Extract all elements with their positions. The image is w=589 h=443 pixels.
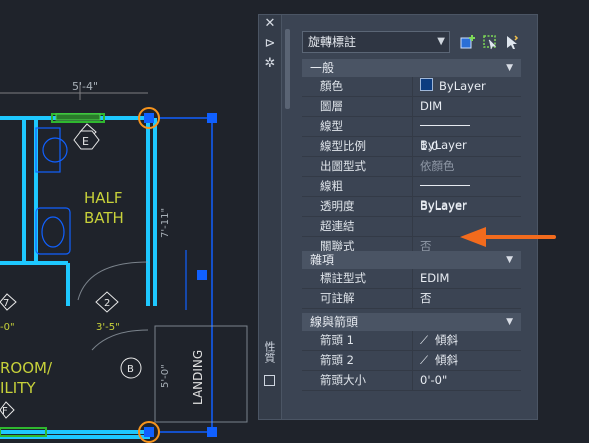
property-value[interactable]: ByLayer [420,199,467,213]
property-row[interactable]: 透明度 ByLayer [302,197,521,217]
section-misc[interactable]: 雜項 ▼ [302,251,521,269]
property-row[interactable]: 線型 ByLayer [302,117,521,152]
property-row[interactable]: 箭頭 2 ⟋ 傾斜 [302,351,521,371]
collapse-icon: ▼ [506,255,513,265]
palette-content: 旋轉標註 ▼ 一般 ▼ 顏色 ByLayer [296,15,537,419]
dim-text-side2: 5'-0" [160,364,171,388]
property-name: 關聯式 [320,237,413,256]
property-value[interactable]: DIM [420,99,443,113]
property-name: 圖層 [320,97,413,116]
collapse-icon: ▼ [506,317,513,327]
lineweight-preview-icon [420,185,470,186]
property-value[interactable]: 依顏色 [420,159,455,173]
property-name: 顏色 [320,77,413,96]
section-general-label: 一般 [310,61,335,75]
arrowhead-value: 傾斜 [435,333,458,347]
dim-text-side: 7'-11" [160,208,171,238]
object-type-value: 旋轉標註 [308,35,357,49]
property-name: 出圖型式 [320,157,413,176]
property-name: 線型 [320,117,413,136]
property-value-color[interactable]: ByLayer [414,77,521,96]
toggle-pickadd-icon[interactable] [460,34,476,50]
property-name: 箭頭 1 [320,331,413,350]
linetype-preview-icon [420,125,470,126]
property-value-lineweight[interactable]: ByLayer [414,177,521,212]
property-name: 線粗 [320,177,413,196]
property-row[interactable]: 線型比例 1.0 [302,137,521,157]
color-swatch-icon [420,78,433,91]
label-ility: ILITY [0,379,36,397]
selected-dimension[interactable] [158,117,213,433]
quick-select-icon[interactable] [504,34,520,50]
property-name: 線型比例 [320,137,413,156]
label-bath: BATH [84,209,124,227]
misc-properties: 標註型式 EDIM 可註解 否 [302,269,521,309]
property-name: 超連結 [320,217,413,236]
palette-toolbar: 旋轉標註 ▼ [302,31,527,55]
lineweight-value: ByLayer [420,198,467,212]
property-value-arrowhead[interactable]: ⟋ 傾斜 [414,351,521,370]
tag-2: 2 [104,298,110,309]
collapse-icon: ▼ [506,63,513,73]
properties-palette: ✕ ⊳ ✲ 性質 旋轉標註 ▼ 一般 [258,14,538,420]
color-value: ByLayer [439,79,486,93]
section-lines-arrows-label: 線與箭頭 [310,315,359,329]
property-value[interactable]: 1.0 [420,139,439,153]
auto-hide-icon[interactable]: ⊳ [264,36,276,51]
property-row[interactable]: 可註解 否 [302,289,521,309]
select-objects-icon[interactable] [482,34,498,50]
scrollbar[interactable] [285,29,290,109]
tag-e: E [82,135,89,148]
highlight-arrow-icon [460,227,556,247]
property-value-arrowhead[interactable]: ⟋ 傾斜 [414,331,521,350]
close-icon[interactable]: ✕ [264,16,276,31]
property-row[interactable]: 標註型式 EDIM [302,269,521,289]
property-value[interactable]: 否 [420,291,432,305]
property-name: 可註解 [320,289,413,308]
linetype-value: ByLayer [420,138,467,152]
properties-icon[interactable] [264,375,275,386]
property-row[interactable]: 線粗 ByLayer [302,177,521,212]
section-misc-label: 雜項 [310,253,335,267]
property-value[interactable]: EDIM [420,271,450,285]
dim-text-bottom: 3'-5" [96,322,120,333]
oblique-arrow-icon: ⟋ [420,333,429,347]
oblique-arrow-icon: ⟋ [420,353,429,367]
section-general[interactable]: 一般 ▼ [302,59,521,77]
property-value[interactable]: 0'-0" [420,373,448,387]
dim-text-top: 5'-4" [72,80,98,93]
tag-b: B [127,364,134,375]
property-value-linetype[interactable]: ByLayer [414,117,521,152]
tag-f: F [2,406,8,417]
chevron-down-icon: ▼ [437,36,445,47]
general-properties: 顏色 ByLayer 圖層 DIM 線型 ByLayer 線型比例 1.0 出圖… [302,77,521,257]
arrowhead-value: 傾斜 [435,353,458,367]
label-half: HALF [84,189,123,207]
property-name: 透明度 [320,197,413,216]
palette-title: 性質 [263,341,276,363]
property-name: 標註型式 [320,269,413,288]
property-row[interactable]: 箭頭 1 ⟋ 傾斜 [302,331,521,351]
property-row[interactable]: 圖層 DIM [302,97,521,117]
lines-arrows-properties: 箭頭 1 ⟋ 傾斜 箭頭 2 ⟋ 傾斜 箭頭大小 0'-0" [302,331,521,391]
property-value[interactable]: 否 [420,239,432,253]
property-row[interactable]: 超連結 [302,217,521,237]
tag-7: 7 [3,298,9,309]
label-landing: LANDING [191,350,205,405]
section-lines-arrows[interactable]: 線與箭頭 ▼ [302,313,521,331]
property-name: 箭頭大小 [320,371,413,390]
property-row[interactable]: 箭頭大小 0'-0" [302,371,521,391]
palette-title-strip[interactable]: ✕ ⊳ ✲ 性質 [259,15,282,419]
settings-icon[interactable]: ✲ [264,56,276,71]
property-name: 箭頭 2 [320,351,413,370]
dim-text-frag: -0" [0,322,15,333]
object-type-dropdown[interactable]: 旋轉標註 ▼ [302,31,450,53]
label-room: ROOM/ [0,359,53,377]
property-row[interactable]: 顏色 ByLayer [302,77,521,97]
grip-squares[interactable] [144,113,217,437]
property-row[interactable]: 出圖型式 依顏色 [302,157,521,177]
